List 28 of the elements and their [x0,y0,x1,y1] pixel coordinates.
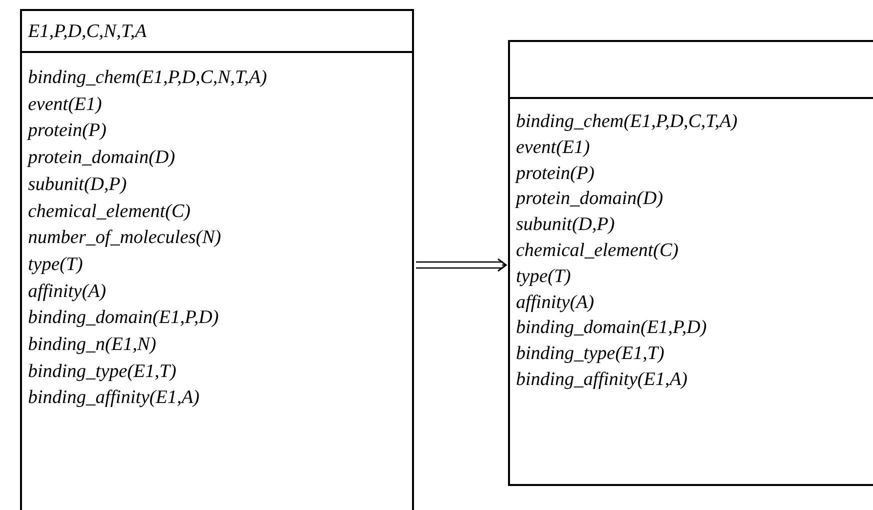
predicate: type(T) [28,252,83,277]
predicate: binding_chem(E1,P,D,C,N,T,A) [28,66,267,90]
predicate: protein_domain(D) [28,146,176,170]
predicate: chemical_element(C) [28,200,190,224]
predicate: binding_chem(E1,P,D,C,T,A) [516,110,738,134]
predicate: type(T) [516,264,571,289]
predicate: event(E1) [516,136,590,160]
predicate: binding_domain(E1,P,D) [28,306,219,330]
referent-list: E1,P,D,C,N,T,A [28,22,147,40]
predicate: binding_n(E1,N) [28,333,156,358]
predicate: binding_type(E1,T) [28,360,176,384]
double-arrow [415,258,507,272]
predicate: subunit(D,P) [516,213,615,238]
predicate: binding_affinity(E1,A) [516,368,688,392]
predicate: binding_affinity(E1,A) [28,386,200,410]
condition-box [20,9,414,510]
predicate: binding_type(E1,T) [516,342,664,366]
predicate: number_of_molecules(N) [28,226,222,250]
predicate: protein(P) [28,119,106,144]
predicate: event(E1) [28,92,102,117]
predicate: affinity(A) [28,280,106,304]
predicate: binding_domain(E1,P,D) [516,316,707,340]
condition-box [508,40,873,486]
predicate: protein_domain(D) [516,187,664,212]
predicate: protein(P) [516,162,594,186]
predicate: chemical_element(C) [516,238,678,263]
predicate: subunit(D,P) [28,172,127,197]
predicate: affinity(A) [516,290,594,315]
